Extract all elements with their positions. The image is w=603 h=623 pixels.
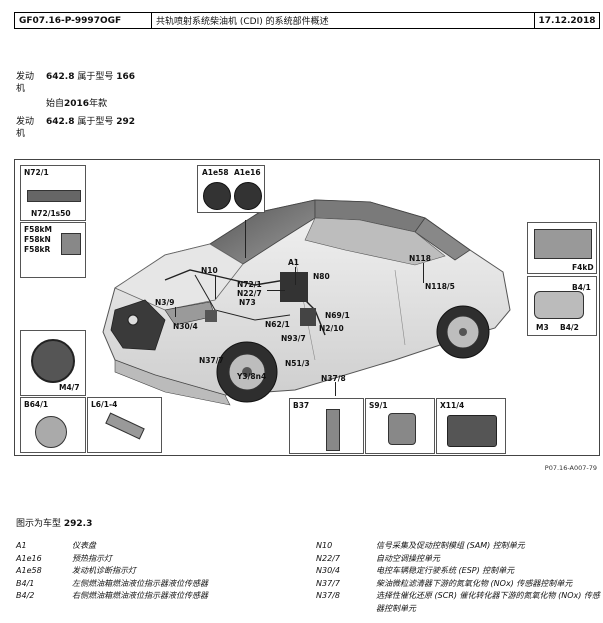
callout-n51-3: N51/3	[285, 359, 310, 368]
inset-b64-1: B64/1	[20, 397, 86, 453]
callout-y3-8n4: Y3/8n4	[237, 372, 267, 381]
callout-n37-8: N37/8	[321, 374, 346, 383]
document-date: 17.12.2018	[538, 15, 596, 26]
model-year: 始自2016年款	[46, 99, 108, 109]
inset-f4kd: F4kD	[527, 222, 597, 274]
figure-code: P07.16-A007-79	[544, 464, 597, 472]
model-label: 发动机	[16, 72, 35, 94]
brake-switch-graphic	[388, 413, 416, 445]
gauge-right-graphic	[234, 182, 262, 210]
fuse-box-graphic	[534, 229, 592, 259]
inset-b37: B37	[289, 398, 364, 454]
callout-n62-1: N62/1	[265, 320, 290, 329]
model-line-1: 发动机 642.8 属于型号 166	[16, 71, 316, 97]
wheel-sensor-graphic	[105, 412, 145, 440]
sensor-graphic	[35, 416, 67, 448]
inset-l6-1-4: L6/1-4	[87, 397, 162, 453]
callout-n37-7: N37/7	[199, 356, 224, 365]
callout-n10: N10	[201, 266, 218, 275]
model-value: 642.8 属于型号 166	[46, 72, 135, 82]
callout-n30-4: N30/4	[173, 322, 198, 331]
callout-n69-1: N69/1	[325, 311, 350, 320]
model-label: 发动机	[16, 117, 35, 139]
model-line-3: 发动机 642.8 属于型号 292	[16, 116, 316, 142]
inset-a1: A1e58 A1e16	[197, 165, 265, 213]
document-id: GF07.16-P-9997OGF	[15, 13, 152, 28]
callout-n72-1: N72/1	[237, 280, 262, 289]
inset-f58k: F58kM F58kN F58kR	[20, 222, 86, 278]
callout-n3-9: N3/9	[155, 298, 175, 307]
fan-graphic	[31, 339, 75, 383]
callout-n73: N73	[239, 298, 256, 307]
inset-fuel-tank: B4/1 M3 B4/2	[527, 276, 597, 336]
switch-panel-graphic	[27, 190, 81, 202]
gauge-left-graphic	[203, 182, 231, 210]
relay-module-graphic	[61, 233, 81, 255]
callout-a1: A1	[288, 258, 300, 267]
inset-s9-1: S9/1	[365, 398, 435, 454]
component-diagram: N72/1 N72/1s50 F58kM F58kN F58kR M4/7 B6…	[14, 159, 600, 456]
inset-n72-1: N72/1 N72/1s50	[20, 165, 86, 221]
callout-n80: N80	[313, 272, 330, 281]
callout-n118: N118	[409, 254, 431, 263]
figure-caption: 图示为车型 292.3	[16, 519, 93, 529]
inset-m4-7: M4/7	[20, 330, 86, 396]
callout-n93-7: N93/7	[281, 334, 306, 343]
callout-n22-7: N22/7	[237, 289, 262, 298]
callout-n2-10: N2/10	[319, 324, 344, 333]
car-illustration	[102, 199, 511, 406]
inset-x11-4: X11/4	[436, 398, 506, 454]
callout-n118-5: N118/5	[425, 282, 455, 291]
document-title: 共轨喷射系统柴油机 (CDI) 的系统部件概述	[152, 13, 535, 28]
accelerator-pedal-graphic	[326, 409, 340, 451]
fuel-tank-graphic	[534, 291, 584, 319]
model-value: 642.8 属于型号 292	[46, 117, 135, 127]
model-line-2: 始自2016年款	[16, 98, 316, 112]
document-header: GF07.16-P-9997OGF 共轨喷射系统柴油机 (CDI) 的系统部件概…	[14, 12, 600, 29]
diagnostic-connector-graphic	[447, 415, 497, 447]
